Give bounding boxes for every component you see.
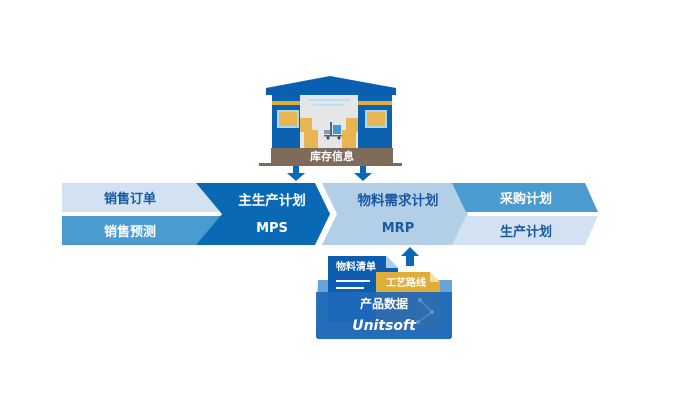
forklift-icon [324,122,342,140]
sales-forecast-label: 销售预测 [104,224,156,240]
doc-line [336,280,370,282]
warehouse-icon: 库存信息 [259,76,402,166]
mps-title: 主生产计划 [238,192,306,209]
sales-order-box: 销售订单 [62,183,222,212]
arrow-up-icon [401,247,419,266]
sales-order-label: 销售订单 [104,191,156,207]
box-icon [346,118,358,132]
mrp-title: 物料需求计划 [358,192,439,209]
warehouse-window-left [277,110,299,128]
mrp-abbr: MRP [382,221,414,236]
mps-abbr: MPS [256,221,288,236]
box-icon [304,130,318,148]
routing-label: 工艺路线 [386,276,426,289]
product-data-label: 产品数据 [360,296,408,311]
arrow-down-icon [287,166,305,181]
door-stripe [313,104,345,106]
mps-chevron: 主生产计划 MPS [196,183,330,245]
purchase-plan-box: 采购计划 [452,183,598,212]
folder-front [316,292,452,339]
box-icon [342,130,356,148]
doc-line [336,287,364,289]
unitsoft-logo: Unitsoft [352,318,417,334]
network-icon [416,298,434,324]
bom-label: 物料清单 [336,260,376,273]
warehouse-window-right [365,110,387,128]
door-stripe [308,99,350,101]
product-data-folder: 物料清单 工艺路线 产品数据 Unitsoft [316,256,452,339]
box-icon [300,118,312,132]
mrp-chevron: 物料需求计划 MRP [322,183,468,245]
sales-forecast-box: 销售预测 [62,216,222,245]
production-plan-box: 生产计划 [452,216,598,245]
warehouse-ground [259,163,402,166]
production-plan-label: 生产计划 [500,224,552,240]
purchase-plan-label: 采购计划 [499,191,552,207]
warehouse-roof [266,76,396,95]
warehouse-label: 库存信息 [310,149,354,163]
warehouse-base [271,148,393,164]
arrow-down-icon [354,166,372,181]
